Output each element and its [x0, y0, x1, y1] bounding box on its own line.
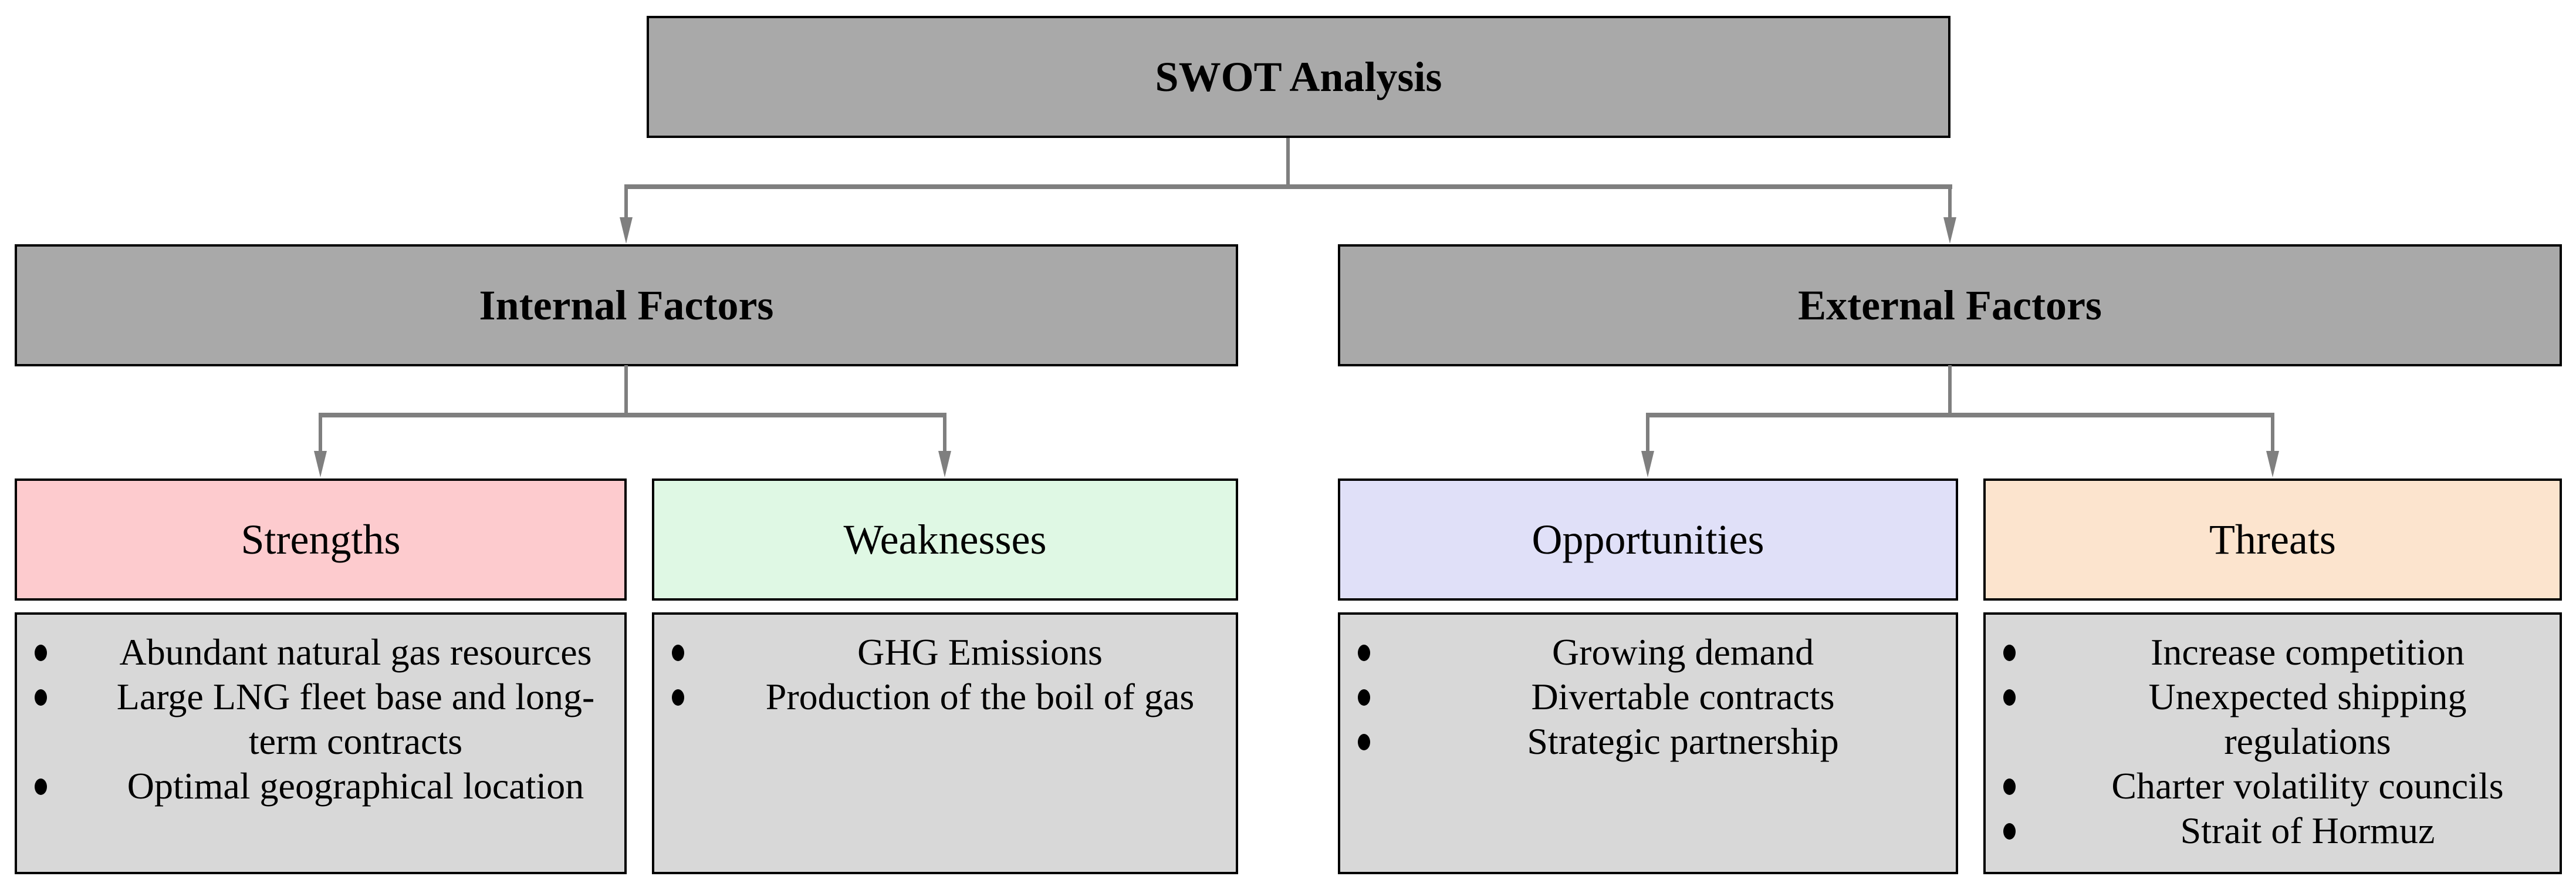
list-item: Optimal geographical location	[17, 764, 609, 808]
connector-opportunities-drop	[1646, 416, 1649, 453]
list-item: Production of the boil of gas	[654, 675, 1221, 719]
weaknesses-list: GHG Emissions Production of the boil of …	[654, 615, 1236, 719]
connector-weaknesses-drop	[943, 416, 946, 453]
swot-title-box: SWOT Analysis	[647, 16, 1950, 138]
strengths-label: Strengths	[241, 515, 401, 563]
list-item: Increase competition	[1986, 630, 2544, 675]
list-item: Large LNG fleet base and long-term contr…	[17, 675, 609, 764]
connector-strengths-drop	[319, 416, 322, 453]
arrow-down-icon	[2266, 451, 2279, 477]
connector-external-vertical	[1948, 365, 1952, 416]
arrow-down-icon	[938, 451, 951, 477]
list-item: Charter volatility councils	[1986, 764, 2544, 808]
list-item: Abundant natural gas resources	[17, 630, 609, 675]
threats-list-box: Increase competition Unexpected shipping…	[1983, 612, 2562, 874]
connector-external-drop	[1948, 188, 1952, 218]
connector-internal-bar	[319, 413, 946, 417]
arrow-down-icon	[314, 451, 327, 477]
external-factors-label: External Factors	[1798, 281, 2102, 329]
arrow-down-icon	[1641, 451, 1654, 477]
weaknesses-list-box: GHG Emissions Production of the boil of …	[652, 612, 1238, 874]
list-item: GHG Emissions	[654, 630, 1221, 675]
arrow-down-icon	[1943, 217, 1956, 244]
threats-list: Increase competition Unexpected shipping…	[1986, 615, 2560, 853]
swot-title-label: SWOT Analysis	[1155, 53, 1442, 100]
strengths-list-box: Abundant natural gas resources Large LNG…	[15, 612, 627, 874]
connector-external-bar	[1646, 413, 2274, 417]
threats-label: Threats	[2209, 515, 2336, 563]
arrow-down-icon	[620, 217, 633, 244]
external-factors-box: External Factors	[1338, 244, 2562, 366]
list-item: Strait of Hormuz	[1986, 808, 2544, 853]
opportunities-label: Opportunities	[1532, 515, 1764, 563]
opportunities-list: Growing demand Divertable contracts Stra…	[1340, 615, 1956, 764]
weaknesses-box: Weaknesses	[652, 478, 1238, 601]
connector-internal-drop	[624, 188, 628, 218]
connector-threats-drop	[2271, 416, 2274, 453]
opportunities-box: Opportunities	[1338, 478, 1958, 601]
list-item: Strategic partnership	[1340, 719, 1941, 764]
opportunities-list-box: Growing demand Divertable contracts Stra…	[1338, 612, 1958, 874]
weaknesses-label: Weaknesses	[843, 515, 1047, 563]
strengths-list: Abundant natural gas resources Large LNG…	[17, 615, 624, 808]
internal-factors-label: Internal Factors	[479, 281, 774, 329]
list-item: Divertable contracts	[1340, 675, 1941, 719]
list-item: Unexpected shipping regulations	[1986, 675, 2544, 764]
connector-root-vertical	[1286, 138, 1290, 185]
connector-level1-bar	[624, 184, 1952, 189]
internal-factors-box: Internal Factors	[15, 244, 1238, 366]
threats-box: Threats	[1983, 478, 2562, 601]
list-item: Growing demand	[1340, 630, 1941, 675]
strengths-box: Strengths	[15, 478, 627, 601]
connector-internal-vertical	[624, 365, 628, 416]
